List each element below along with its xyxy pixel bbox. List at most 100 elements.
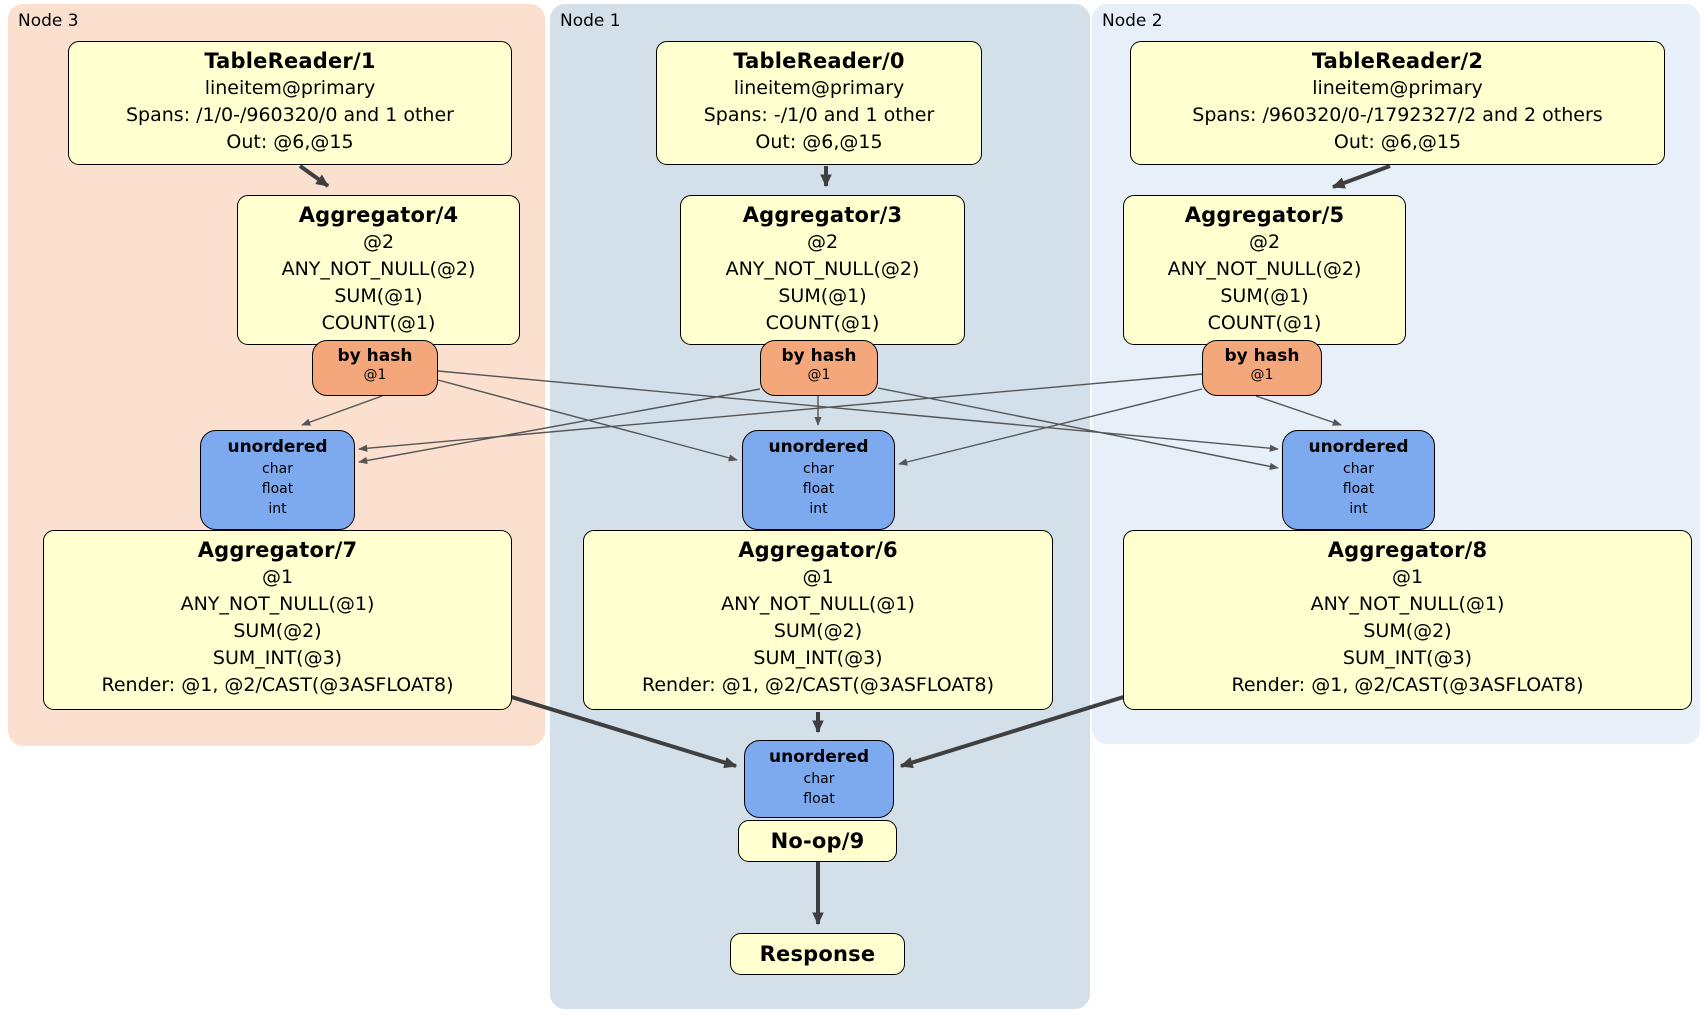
operator-detail: SUM_INT(@3) bbox=[753, 647, 883, 669]
tablereader-1: TableReader/1 lineitem@primary Spans: /1… bbox=[68, 41, 512, 165]
sync-item: char bbox=[262, 461, 293, 477]
aggregator-8: Aggregator/8 @1 ANY_NOT_NULL(@1) SUM(@2)… bbox=[1123, 530, 1692, 710]
router-edge bbox=[358, 388, 761, 465]
flow-arrow bbox=[298, 164, 330, 188]
operator-title: Aggregator/3 bbox=[742, 203, 903, 227]
operator-title: Response bbox=[759, 942, 876, 966]
hash-router-node1: by hash @1 bbox=[760, 340, 878, 396]
flow-arrow bbox=[899, 693, 1131, 769]
operator-detail: SUM(@1) bbox=[334, 285, 423, 307]
response-box: Response bbox=[730, 933, 905, 975]
operator-detail: SUM(@2) bbox=[1363, 620, 1452, 642]
flow-arrow bbox=[504, 693, 738, 769]
router-detail: @1 bbox=[363, 367, 387, 383]
operator-detail: ANY_NOT_NULL(@2) bbox=[725, 258, 920, 280]
operator-detail: ANY_NOT_NULL(@1) bbox=[721, 593, 915, 615]
operator-detail: SUM(@2) bbox=[773, 620, 863, 642]
aggregator-7: Aggregator/7 @1 ANY_NOT_NULL(@1) SUM(@2)… bbox=[43, 530, 512, 710]
operator-title: TableReader/2 bbox=[1311, 49, 1484, 73]
sync-item: int bbox=[268, 501, 287, 517]
sync-item: float bbox=[1342, 481, 1375, 497]
operator-detail: Out: @6,@15 bbox=[1333, 131, 1462, 153]
operator-detail: COUNT(@1) bbox=[765, 312, 880, 334]
operator-detail: lineitem@primary bbox=[733, 77, 905, 99]
router-title: by hash bbox=[1224, 346, 1300, 366]
sync-item: int bbox=[1349, 501, 1368, 517]
operator-title: No-op/9 bbox=[770, 829, 865, 853]
operator-detail: SUM(@2) bbox=[233, 620, 322, 642]
operator-title: Aggregator/6 bbox=[738, 538, 898, 562]
node1-label: Node 1 bbox=[560, 11, 621, 31]
operator-detail: SUM_INT(@3) bbox=[212, 647, 343, 669]
router-title: by hash bbox=[337, 346, 413, 366]
hash-router-node3: by hash @1 bbox=[312, 340, 438, 396]
aggregator-5: Aggregator/5 @2 ANY_NOT_NULL(@2) SUM(@1)… bbox=[1123, 195, 1406, 345]
sync-item: float bbox=[802, 481, 835, 497]
router-edge bbox=[877, 387, 1279, 470]
operator-title: TableReader/1 bbox=[204, 49, 376, 73]
operator-detail: Out: @6,@15 bbox=[226, 131, 354, 153]
operator-title: TableReader/0 bbox=[733, 49, 905, 73]
router-edge bbox=[1255, 395, 1342, 426]
router-edge bbox=[301, 395, 383, 426]
operator-detail: Spans: -/1/0 and 1 other bbox=[703, 104, 935, 126]
operator-detail: ANY_NOT_NULL(@2) bbox=[1167, 258, 1362, 280]
noop-9: No-op/9 bbox=[738, 820, 897, 862]
sync-title: unordered bbox=[1308, 437, 1409, 457]
sync-item: char bbox=[1343, 461, 1374, 477]
flow-arrows bbox=[298, 164, 1391, 926]
sync-item: int bbox=[809, 501, 828, 517]
operator-detail: @2 bbox=[806, 231, 839, 253]
sync-title: unordered bbox=[227, 437, 328, 457]
operator-detail: lineitem@primary bbox=[204, 77, 376, 99]
operator-detail: Render: @1, @2/CAST(@3ASFLOAT8) bbox=[1231, 674, 1584, 696]
operator-detail: Render: @1, @2/CAST(@3ASFLOAT8) bbox=[642, 674, 994, 696]
operator-detail: Spans: /1/0-/960320/0 and 1 other bbox=[126, 104, 454, 126]
final-unordered-sync: unordered char float bbox=[744, 740, 894, 818]
aggregator-3: Aggregator/3 @2 ANY_NOT_NULL(@2) SUM(@1)… bbox=[680, 195, 965, 345]
unordered-sync-node1: unordered char float int bbox=[742, 430, 895, 530]
node2-label: Node 2 bbox=[1102, 11, 1163, 31]
operator-detail: lineitem@primary bbox=[1312, 77, 1483, 99]
operator-detail: SUM(@1) bbox=[1220, 285, 1309, 307]
tablereader-2: TableReader/2 lineitem@primary Spans: /9… bbox=[1130, 41, 1665, 165]
router-edge bbox=[358, 373, 1203, 452]
operator-detail: ANY_NOT_NULL(@1) bbox=[180, 593, 375, 615]
router-edges bbox=[301, 370, 1342, 470]
operator-detail: @1 bbox=[802, 566, 834, 588]
router-title: by hash bbox=[781, 346, 857, 366]
operator-detail: COUNT(@1) bbox=[321, 312, 436, 334]
operator-detail: SUM_INT(@3) bbox=[1342, 647, 1473, 669]
unordered-sync-node2: unordered char float int bbox=[1282, 430, 1435, 530]
unordered-sync-node3: unordered char float int bbox=[200, 430, 355, 530]
aggregator-6: Aggregator/6 @1 ANY_NOT_NULL(@1) SUM(@2)… bbox=[583, 530, 1053, 710]
node3-label: Node 3 bbox=[18, 11, 79, 31]
operator-detail: SUM(@1) bbox=[778, 285, 867, 307]
operator-detail: Out: @6,@15 bbox=[755, 131, 883, 153]
operator-detail: ANY_NOT_NULL(@1) bbox=[1310, 593, 1505, 615]
operator-detail: Spans: /960320/0-/1792327/2 and 2 others bbox=[1192, 104, 1603, 126]
operator-detail: COUNT(@1) bbox=[1207, 312, 1322, 334]
operator-detail: @2 bbox=[1248, 231, 1281, 253]
operator-title: Aggregator/7 bbox=[197, 538, 358, 562]
operator-detail: @1 bbox=[1391, 566, 1424, 588]
operator-detail: Render: @1, @2/CAST(@3ASFLOAT8) bbox=[101, 674, 454, 696]
sync-item: char bbox=[803, 771, 835, 787]
router-detail: @1 bbox=[1250, 367, 1274, 383]
sync-title: unordered bbox=[768, 437, 869, 457]
tablereader-0: TableReader/0 lineitem@primary Spans: -/… bbox=[656, 41, 982, 165]
operator-detail: @2 bbox=[362, 231, 395, 253]
sync-title: unordered bbox=[768, 747, 870, 767]
hash-router-node2: by hash @1 bbox=[1202, 340, 1322, 396]
router-detail: @1 bbox=[807, 367, 831, 383]
sync-item: char bbox=[803, 461, 834, 477]
operator-title: Aggregator/8 bbox=[1327, 538, 1488, 562]
sync-item: float bbox=[261, 481, 294, 497]
router-edge bbox=[437, 370, 1279, 452]
flow-arrow bbox=[1331, 164, 1391, 189]
sync-item: float bbox=[803, 791, 835, 807]
operator-title: Aggregator/5 bbox=[1184, 203, 1345, 227]
operator-title: Aggregator/4 bbox=[298, 203, 459, 227]
